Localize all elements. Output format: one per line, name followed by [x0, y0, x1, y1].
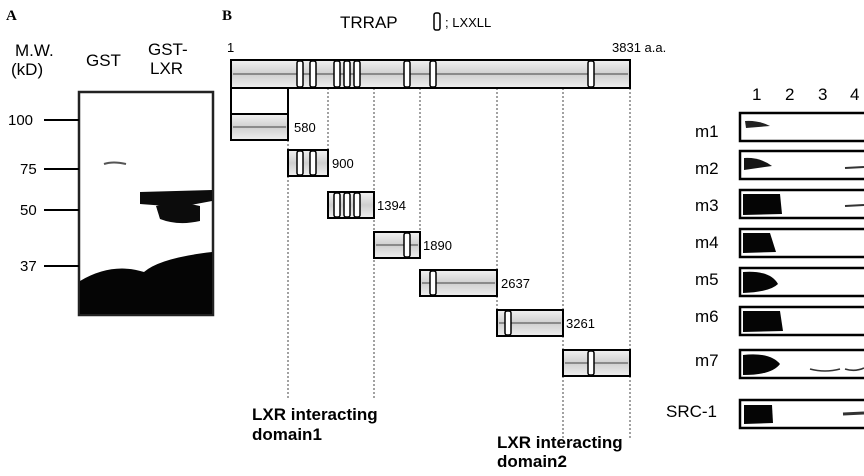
m6-motif-1 — [505, 311, 511, 335]
panel-a-letter: A — [6, 8, 17, 24]
band-m1-lane1 — [745, 121, 770, 128]
blot-strip-m1 — [740, 113, 864, 141]
band-m5-lane1 — [743, 272, 778, 293]
m3-motif-2 — [344, 193, 350, 217]
domain1-label-line2: domain1 — [252, 425, 322, 444]
band-m6-lane1 — [743, 311, 783, 332]
construct-m4: 1890 — [374, 232, 452, 258]
lxxll-motif-8 — [588, 61, 594, 87]
panel-a: A M.W. (kD) GST GST- LXR 100 75 50 37 — [6, 8, 213, 315]
residue-end: 3831 a.a. — [612, 40, 666, 55]
lxxll-motif-5 — [354, 61, 360, 87]
m3-motif-3 — [354, 193, 360, 217]
lane-number-2: 2 — [785, 85, 794, 104]
marker-37: 37 — [20, 258, 37, 275]
m3-motif-1 — [334, 193, 340, 217]
row-label-m4: m4 — [695, 233, 719, 252]
lane-label-gst-lxr-line1: GST- — [148, 40, 188, 59]
row-label-m1: m1 — [695, 122, 719, 141]
row-label-m5: m5 — [695, 270, 719, 289]
domain1-label-line1: LXR interacting — [252, 405, 378, 424]
lxxll-motif-6 — [404, 61, 410, 87]
m3-end-label: 1394 — [377, 198, 406, 213]
lxxll-motif-1 — [297, 61, 303, 87]
construct-m6: 3261 — [497, 310, 595, 336]
band-src1-lane4 — [843, 413, 864, 414]
residue-start: 1 — [227, 40, 234, 55]
marker-100: 100 — [8, 112, 33, 129]
legend-text: ; LXXLL — [445, 15, 491, 30]
band-m4-lane1 — [743, 233, 776, 253]
lane-number-4: 4 — [850, 85, 859, 104]
m2-end-label: 900 — [332, 156, 354, 171]
band-m2-lane1 — [744, 158, 772, 170]
row-label-src1: SRC-1 — [666, 402, 717, 421]
domain2-label-line2: domain2 — [497, 452, 567, 471]
mw-header-line1: M.W. — [15, 41, 54, 60]
band-m3-lane1 — [743, 194, 782, 215]
panel-c: 1 2 3 4 m1 m2 m3 m4 m5 m6 m7 SRC-1 — [666, 85, 864, 428]
construct-m7 — [563, 350, 630, 376]
boundary-guides — [288, 88, 630, 440]
full-length-construct — [231, 60, 630, 88]
band-m3-lane4 — [845, 205, 864, 206]
lxxll-motif-2 — [310, 61, 316, 87]
construct-m3: 1394 — [328, 192, 406, 218]
m2-motif-1 — [297, 151, 303, 175]
lane-label-gst-lxr-line2: LXR — [150, 59, 183, 78]
marker-75: 75 — [20, 161, 37, 178]
panel-b: B TRRAP ; LXXLL 1 3831 a.a. — [222, 8, 666, 471]
m5-end-label: 2637 — [501, 276, 530, 291]
protein-name: TRRAP — [340, 13, 398, 32]
lxxll-motif-4 — [344, 61, 350, 87]
row-label-m3: m3 — [695, 196, 719, 215]
band-m7-lanes3-4 — [810, 368, 864, 371]
lxxll-motif-3 — [334, 61, 340, 87]
lane-label-gst: GST — [86, 51, 121, 70]
m7-motif-1 — [588, 351, 594, 375]
lane-number-3: 3 — [818, 85, 827, 104]
row-label-m6: m6 — [695, 307, 719, 326]
construct-m1: 580 — [231, 88, 316, 140]
construct-m5: 2637 — [420, 270, 530, 296]
m2-bar — [288, 150, 328, 176]
mw-header-line2: (kD) — [11, 60, 43, 79]
m4-end-label: 1890 — [423, 238, 452, 253]
panel-b-letter: B — [222, 8, 232, 24]
m5-motif-1 — [430, 271, 436, 295]
construct-m2: 900 — [288, 150, 354, 176]
lxxll-motif-legend-symbol — [434, 13, 440, 30]
band-m2-lane4 — [845, 167, 864, 168]
m1-upper-box — [231, 88, 288, 114]
lxxll-motif-7 — [430, 61, 436, 87]
m4-motif-1 — [404, 233, 410, 257]
m1-end-label: 580 — [294, 120, 316, 135]
band-src1-lane1 — [744, 405, 773, 424]
m6-end-label: 3261 — [566, 316, 595, 331]
domain2-label-line1: LXR interacting — [497, 433, 623, 452]
row-label-m2: m2 — [695, 159, 719, 178]
m2-motif-2 — [310, 151, 316, 175]
lane-number-1: 1 — [752, 85, 761, 104]
band-m7-lane1 — [743, 354, 780, 375]
row-label-m7: m7 — [695, 351, 719, 370]
marker-50: 50 — [20, 202, 37, 219]
